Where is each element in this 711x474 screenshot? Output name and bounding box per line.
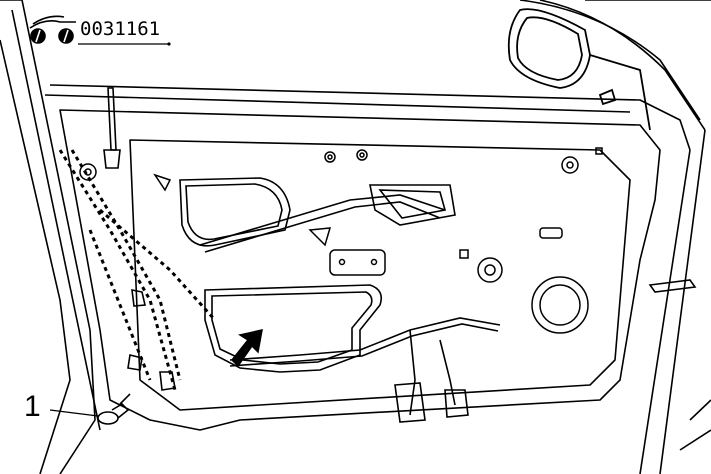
callout-1-label: 1: [24, 390, 41, 423]
lock-rod: [103, 87, 121, 169]
direction-arrow: [230, 329, 263, 368]
access-opening: [204, 284, 383, 373]
inner-panel: [59, 109, 661, 431]
part-number: 0031161: [80, 18, 161, 40]
control-cables: [58, 149, 217, 391]
callout-leader-line: [49, 409, 99, 417]
panel-holes: [79, 147, 603, 334]
panel-clips: [127, 288, 176, 391]
fastener-clip: [97, 393, 131, 425]
wiring-harness: [229, 279, 697, 423]
parts-reference-icon: [29, 15, 76, 44]
regulator-opening: [179, 177, 456, 253]
side-mirror: [507, 8, 651, 131]
